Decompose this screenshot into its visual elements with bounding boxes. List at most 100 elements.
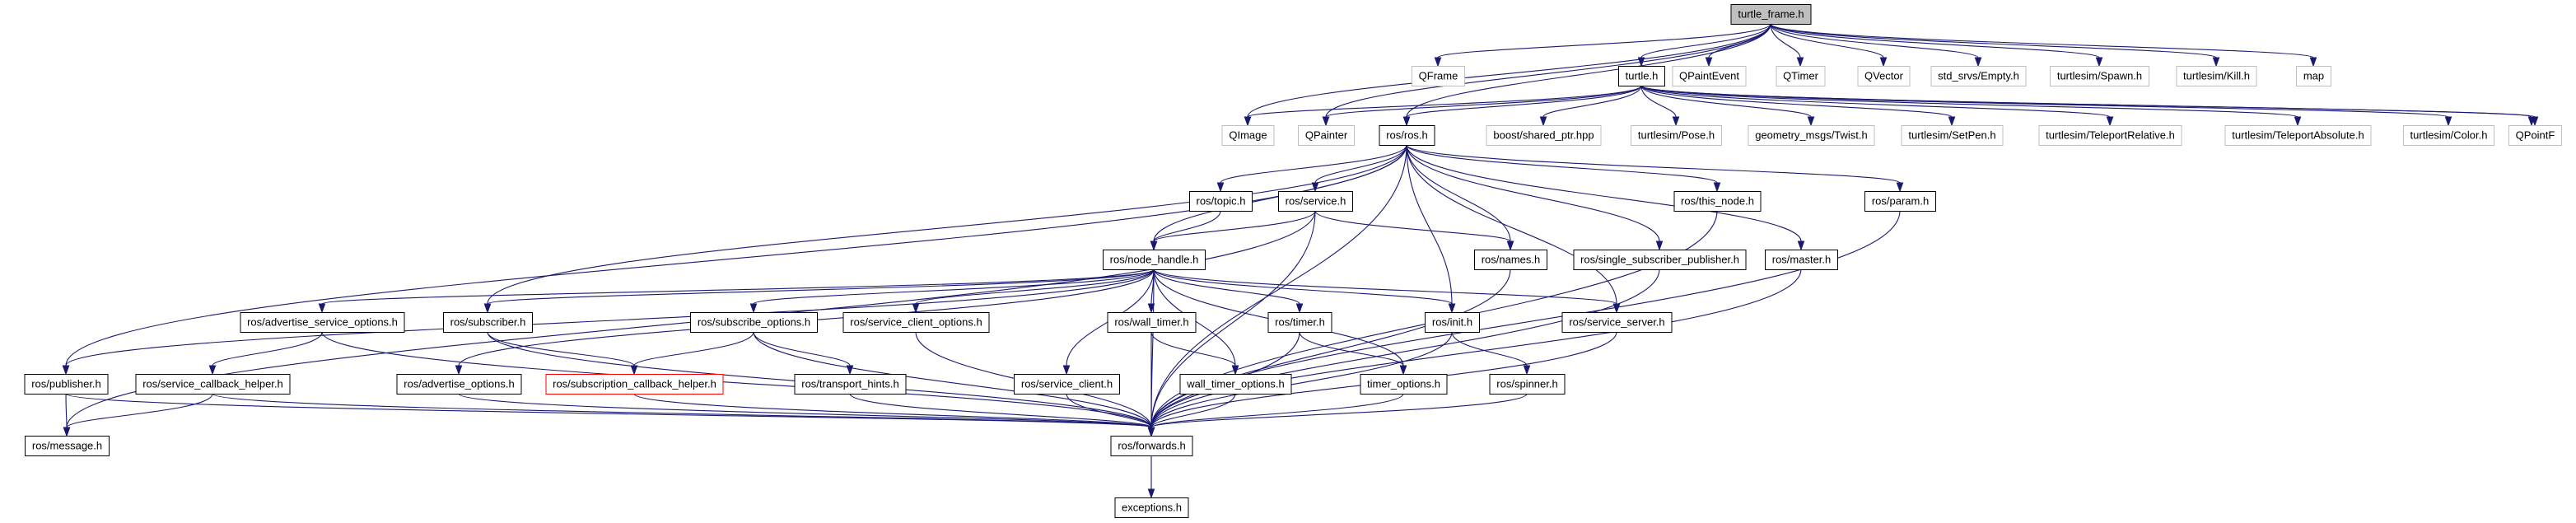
node-ros-service-client-options-h[interactable]: ros/service_client_options.h	[842, 312, 990, 333]
edge-turtle-frame-h-to-QPaintEvent	[1705, 23, 1771, 68]
edge-line	[1153, 269, 1453, 305]
edge-ros-param-h-to-ros-forwards-h	[1147, 210, 1901, 437]
node-ros-advertise-options-h[interactable]: ros/advertise_options.h	[396, 374, 522, 395]
node-box	[1298, 125, 1355, 146]
edge-ros-service-h-to-ros-node-handle-h	[1150, 210, 1316, 251]
node-ros-master-h[interactable]: ros/master.h	[1765, 250, 1838, 270]
node-ros-param-h[interactable]: ros/param.h	[1864, 191, 1936, 212]
node-ros-single-subscriber-publisher-h[interactable]: ros/single_subscriber_publisher.h	[1573, 250, 1747, 270]
edge-line	[1770, 23, 2100, 58]
edge-line	[1640, 85, 1812, 118]
node-ros-subscribe-options-h[interactable]: ros/subscribe_options.h	[690, 312, 818, 333]
node-ros-wall-timer-h[interactable]: ros/wall_timer.h	[1107, 312, 1197, 333]
edge-arrowhead	[1948, 116, 1956, 127]
node-label: turtlesim/TeleportRelative.h	[2046, 129, 2175, 142]
edge-line	[65, 144, 1407, 367]
node-label: ros/subscriber.h	[450, 316, 526, 329]
edge-line	[1220, 144, 1407, 184]
edge-ros-ros-h-to-ros-single-subscriber-publisher-h	[1406, 144, 1664, 251]
node-exceptions-h[interactable]: exceptions.h	[1114, 497, 1189, 518]
edge-line	[1150, 269, 1802, 428]
node-ros-subscription-callback-helper-h[interactable]: ros/subscription_callback_helper.h	[545, 374, 724, 395]
node-ros-names-h[interactable]: ros/names.h	[1474, 250, 1547, 270]
edge-line	[487, 144, 1407, 305]
node-turtle-frame-h[interactable]: turtle_frame.h	[1730, 4, 1812, 25]
edge-turtle-h-to-turtlesim-TeleportRelative	[1640, 85, 2114, 127]
edge-line	[1406, 144, 1718, 184]
node-label: QTimer	[1783, 70, 1819, 82]
node-box	[1631, 125, 1722, 146]
node-turtle-h[interactable]: turtle.h	[1618, 66, 1665, 86]
node-box	[1114, 497, 1189, 518]
edge-line	[1770, 23, 1801, 58]
node-label: ros/advertise_options.h	[404, 378, 514, 390]
edge-line	[1640, 85, 2298, 118]
node-label: map	[2303, 70, 2324, 82]
node-boost-shared-ptr: boost/shared_ptr.hpp	[1486, 125, 1602, 146]
node-ros-spinner-h[interactable]: ros/spinner.h	[1489, 374, 1566, 395]
node-ros-service-h[interactable]: ros/service.h	[1278, 191, 1353, 212]
node-box	[1278, 191, 1353, 212]
node-ros-publisher-h[interactable]: ros/publisher.h	[24, 374, 109, 395]
edge-ros-ros-h-to-ros-init-h	[1406, 144, 1456, 314]
node-wall-timer-options-h[interactable]: wall_timer_options.h	[1179, 374, 1292, 395]
node-box	[240, 312, 405, 333]
edge-arrowhead	[2444, 116, 2452, 127]
edge-line	[1150, 331, 1236, 367]
node-label: QPointF	[2516, 129, 2555, 142]
edge-line	[1406, 85, 1642, 118]
node-label: wall_timer_options.h	[1186, 378, 1285, 390]
node-box	[1474, 250, 1547, 270]
node-ros-init-h[interactable]: ros/init.h	[1425, 312, 1480, 333]
node-ros-service-server-h[interactable]: ros/service_server.h	[1561, 312, 1673, 333]
node-ros-this-node-h[interactable]: ros/this_node.h	[1673, 191, 1762, 212]
node-ros-topic-h[interactable]: ros/topic.h	[1189, 191, 1253, 212]
node-box	[1412, 66, 1465, 86]
node-ros-service-client-h[interactable]: ros/service_client.h	[1014, 374, 1120, 395]
node-QPainter: QPainter	[1298, 125, 1355, 146]
node-timer-options-h[interactable]: timer_options.h	[1360, 374, 1448, 395]
edge-arrowhead	[630, 365, 638, 376]
edge-ros-ros-h-to-ros-service-h	[1311, 144, 1407, 193]
node-ros-advertise-service-options-h[interactable]: ros/advertise_service_options.h	[240, 312, 405, 333]
node-ros-subscriber-h[interactable]: ros/subscriber.h	[443, 312, 533, 333]
node-label: ros/single_subscriber_publisher.h	[1580, 254, 1739, 266]
node-label: boost/shared_ptr.hpp	[1493, 129, 1594, 142]
node-ros-timer-h[interactable]: ros/timer.h	[1267, 312, 1332, 333]
node-label: ros/publisher.h	[31, 378, 101, 390]
node-ros-service-callback-helper-h[interactable]: ros/service_callback_helper.h	[135, 374, 291, 395]
edge-arrowhead	[912, 303, 920, 314]
node-QFrame: QFrame	[1412, 66, 1465, 86]
edge-arrowhead	[1672, 116, 1680, 127]
edge-arrowhead	[1797, 240, 1805, 251]
edge-line	[753, 269, 1155, 305]
edge-arrowhead	[1796, 57, 1804, 68]
node-turtlesim-SetPen: turtlesim/SetPen.h	[1901, 125, 2004, 146]
node-ros-transport-hints-h[interactable]: ros/transport_hints.h	[794, 374, 907, 395]
edge-ros-master-h-to-ros-forwards-h	[1147, 269, 1802, 437]
edge-line	[1437, 23, 1771, 58]
node-label: QPainter	[1305, 129, 1348, 142]
edge-turtle-h-to-turtlesim-TeleportAbsolute	[1640, 85, 2302, 127]
node-box	[1486, 125, 1602, 146]
edge-turtle-h-to-QImage	[1244, 85, 1642, 127]
edge-ros-node-handle-h-to-ros-publisher-h	[62, 269, 1155, 376]
edge-arrowhead	[1807, 116, 1815, 127]
node-box	[1748, 125, 1875, 146]
edge-arrowhead	[1879, 57, 1888, 68]
edge-line	[212, 331, 323, 367]
node-ros-forwards-h[interactable]: ros/forwards.h	[1110, 436, 1193, 456]
edge-line	[1640, 23, 1771, 58]
node-ros-node-handle-h[interactable]: ros/node_handle.h	[1103, 250, 1206, 270]
node-ros-message-h[interactable]: ros/message.h	[25, 436, 110, 456]
node-ros-ros-h[interactable]: ros/ros.h	[1379, 125, 1435, 146]
edge-arrowhead	[1896, 182, 1904, 193]
edge-line	[65, 393, 1152, 428]
node-label: ros/service_client_options.h	[850, 316, 982, 329]
edge-line	[1314, 144, 1407, 184]
edge-line	[1770, 23, 2314, 58]
edge-line	[1247, 85, 1642, 118]
edge-arrowhead	[318, 303, 326, 314]
